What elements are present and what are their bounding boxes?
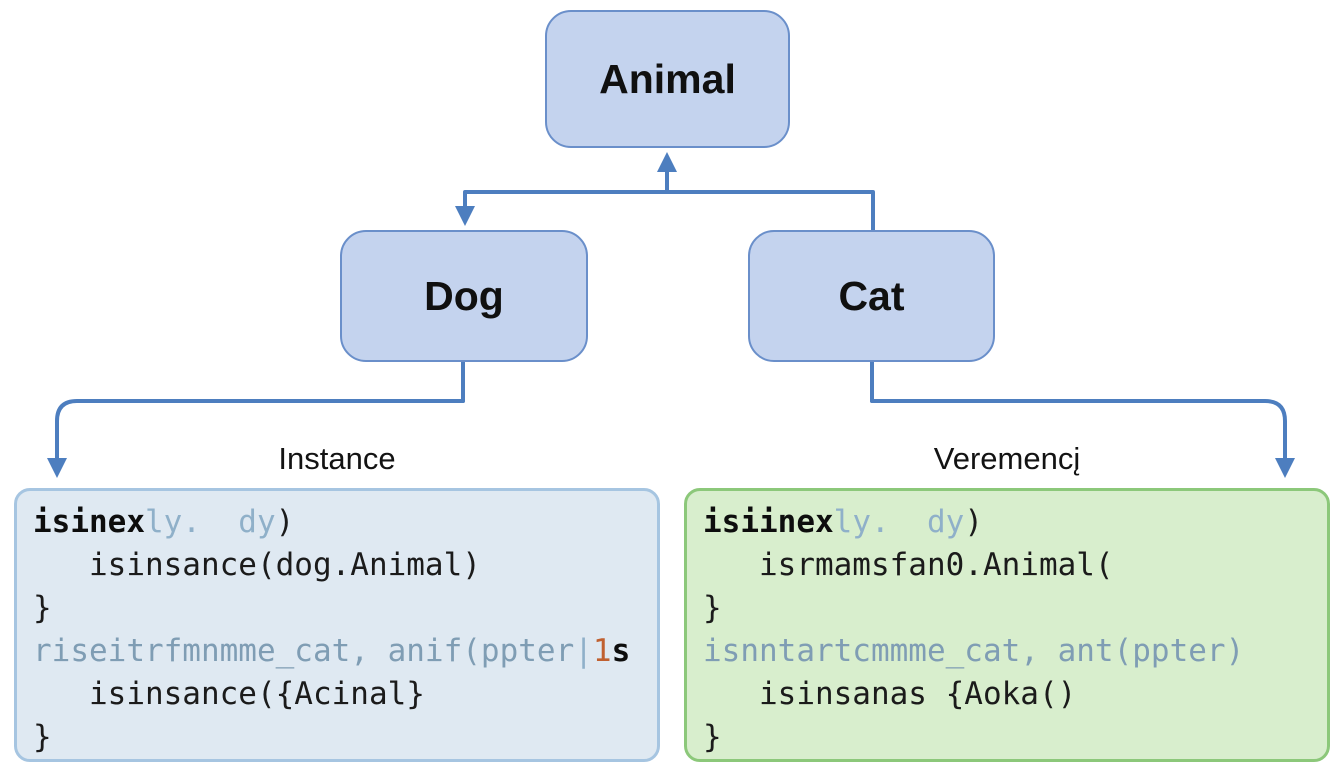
code-segment: ) bbox=[964, 504, 983, 540]
dog-class-node: Dog bbox=[340, 230, 588, 362]
code-segment: isinsance(dog.Animal) bbox=[33, 547, 481, 583]
arrow-to-left-code-box bbox=[47, 399, 465, 478]
code-line: isinsance({Acinal} bbox=[33, 673, 641, 716]
left-section-label: Instance bbox=[278, 441, 396, 476]
left-code-box: isinexly. dy) isinsance(dog.Animal)} rise… bbox=[14, 488, 660, 762]
dog-node-label: Dog bbox=[424, 272, 504, 319]
animal-node-label: Animal bbox=[599, 55, 736, 102]
cat-class-node: Cat bbox=[748, 230, 995, 362]
code-segment: 1 bbox=[592, 633, 612, 669]
cat-node-label: Cat bbox=[838, 272, 905, 319]
code-segment: ) bbox=[275, 504, 295, 540]
code-segment: } bbox=[33, 719, 52, 755]
code-segment: isinex bbox=[33, 504, 145, 540]
code-line: isiinexly. dy) bbox=[703, 501, 1311, 544]
code-line: } bbox=[703, 716, 1311, 759]
code-line: isnntartcmmme_cat, ant(ppter) bbox=[703, 630, 1311, 673]
code-segment: ly. dy bbox=[833, 504, 965, 540]
code-line: isinsanas {Aoka() bbox=[703, 673, 1311, 716]
code-line: } bbox=[703, 587, 1311, 630]
code-segment: } bbox=[33, 590, 52, 626]
code-segment: isiinex bbox=[703, 504, 834, 540]
code-line: riseitrfmnmme_cat, anif(ppter|1s bbox=[33, 630, 641, 673]
code-segment: ly. dy bbox=[144, 504, 276, 540]
code-segment: isrmamsfan0.Animal( bbox=[703, 547, 1114, 583]
code-segment: | bbox=[574, 633, 593, 669]
code-line: isrmamsfan0.Animal( bbox=[703, 544, 1311, 587]
code-line: isinsance(dog.Animal) bbox=[33, 544, 641, 587]
code-line: isinexly. dy) bbox=[33, 501, 641, 544]
connector-top-tier bbox=[455, 190, 875, 233]
code-segment: s bbox=[611, 633, 631, 669]
code-segment: isnntartcmmme_cat, ant(ppter) bbox=[703, 633, 1245, 669]
right-code-box: isiinexly. dy) isrmamsfan0.Animal(} isnnt… bbox=[684, 488, 1330, 762]
animal-class-node: Animal bbox=[545, 10, 790, 148]
code-line: } bbox=[33, 587, 641, 630]
code-segment: isinsanas {Aoka() bbox=[703, 676, 1077, 712]
code-line: } bbox=[33, 716, 641, 759]
code-segment: riseitrfmnmme_cat, anif(ppter bbox=[33, 633, 575, 669]
right-section-label: Veremencį bbox=[933, 441, 1081, 476]
arrow-to-right-code-box bbox=[870, 399, 1295, 478]
code-segment: } bbox=[703, 719, 722, 755]
code-segment: } bbox=[703, 590, 722, 626]
code-segment: isinsance({Acinal} bbox=[33, 676, 425, 712]
